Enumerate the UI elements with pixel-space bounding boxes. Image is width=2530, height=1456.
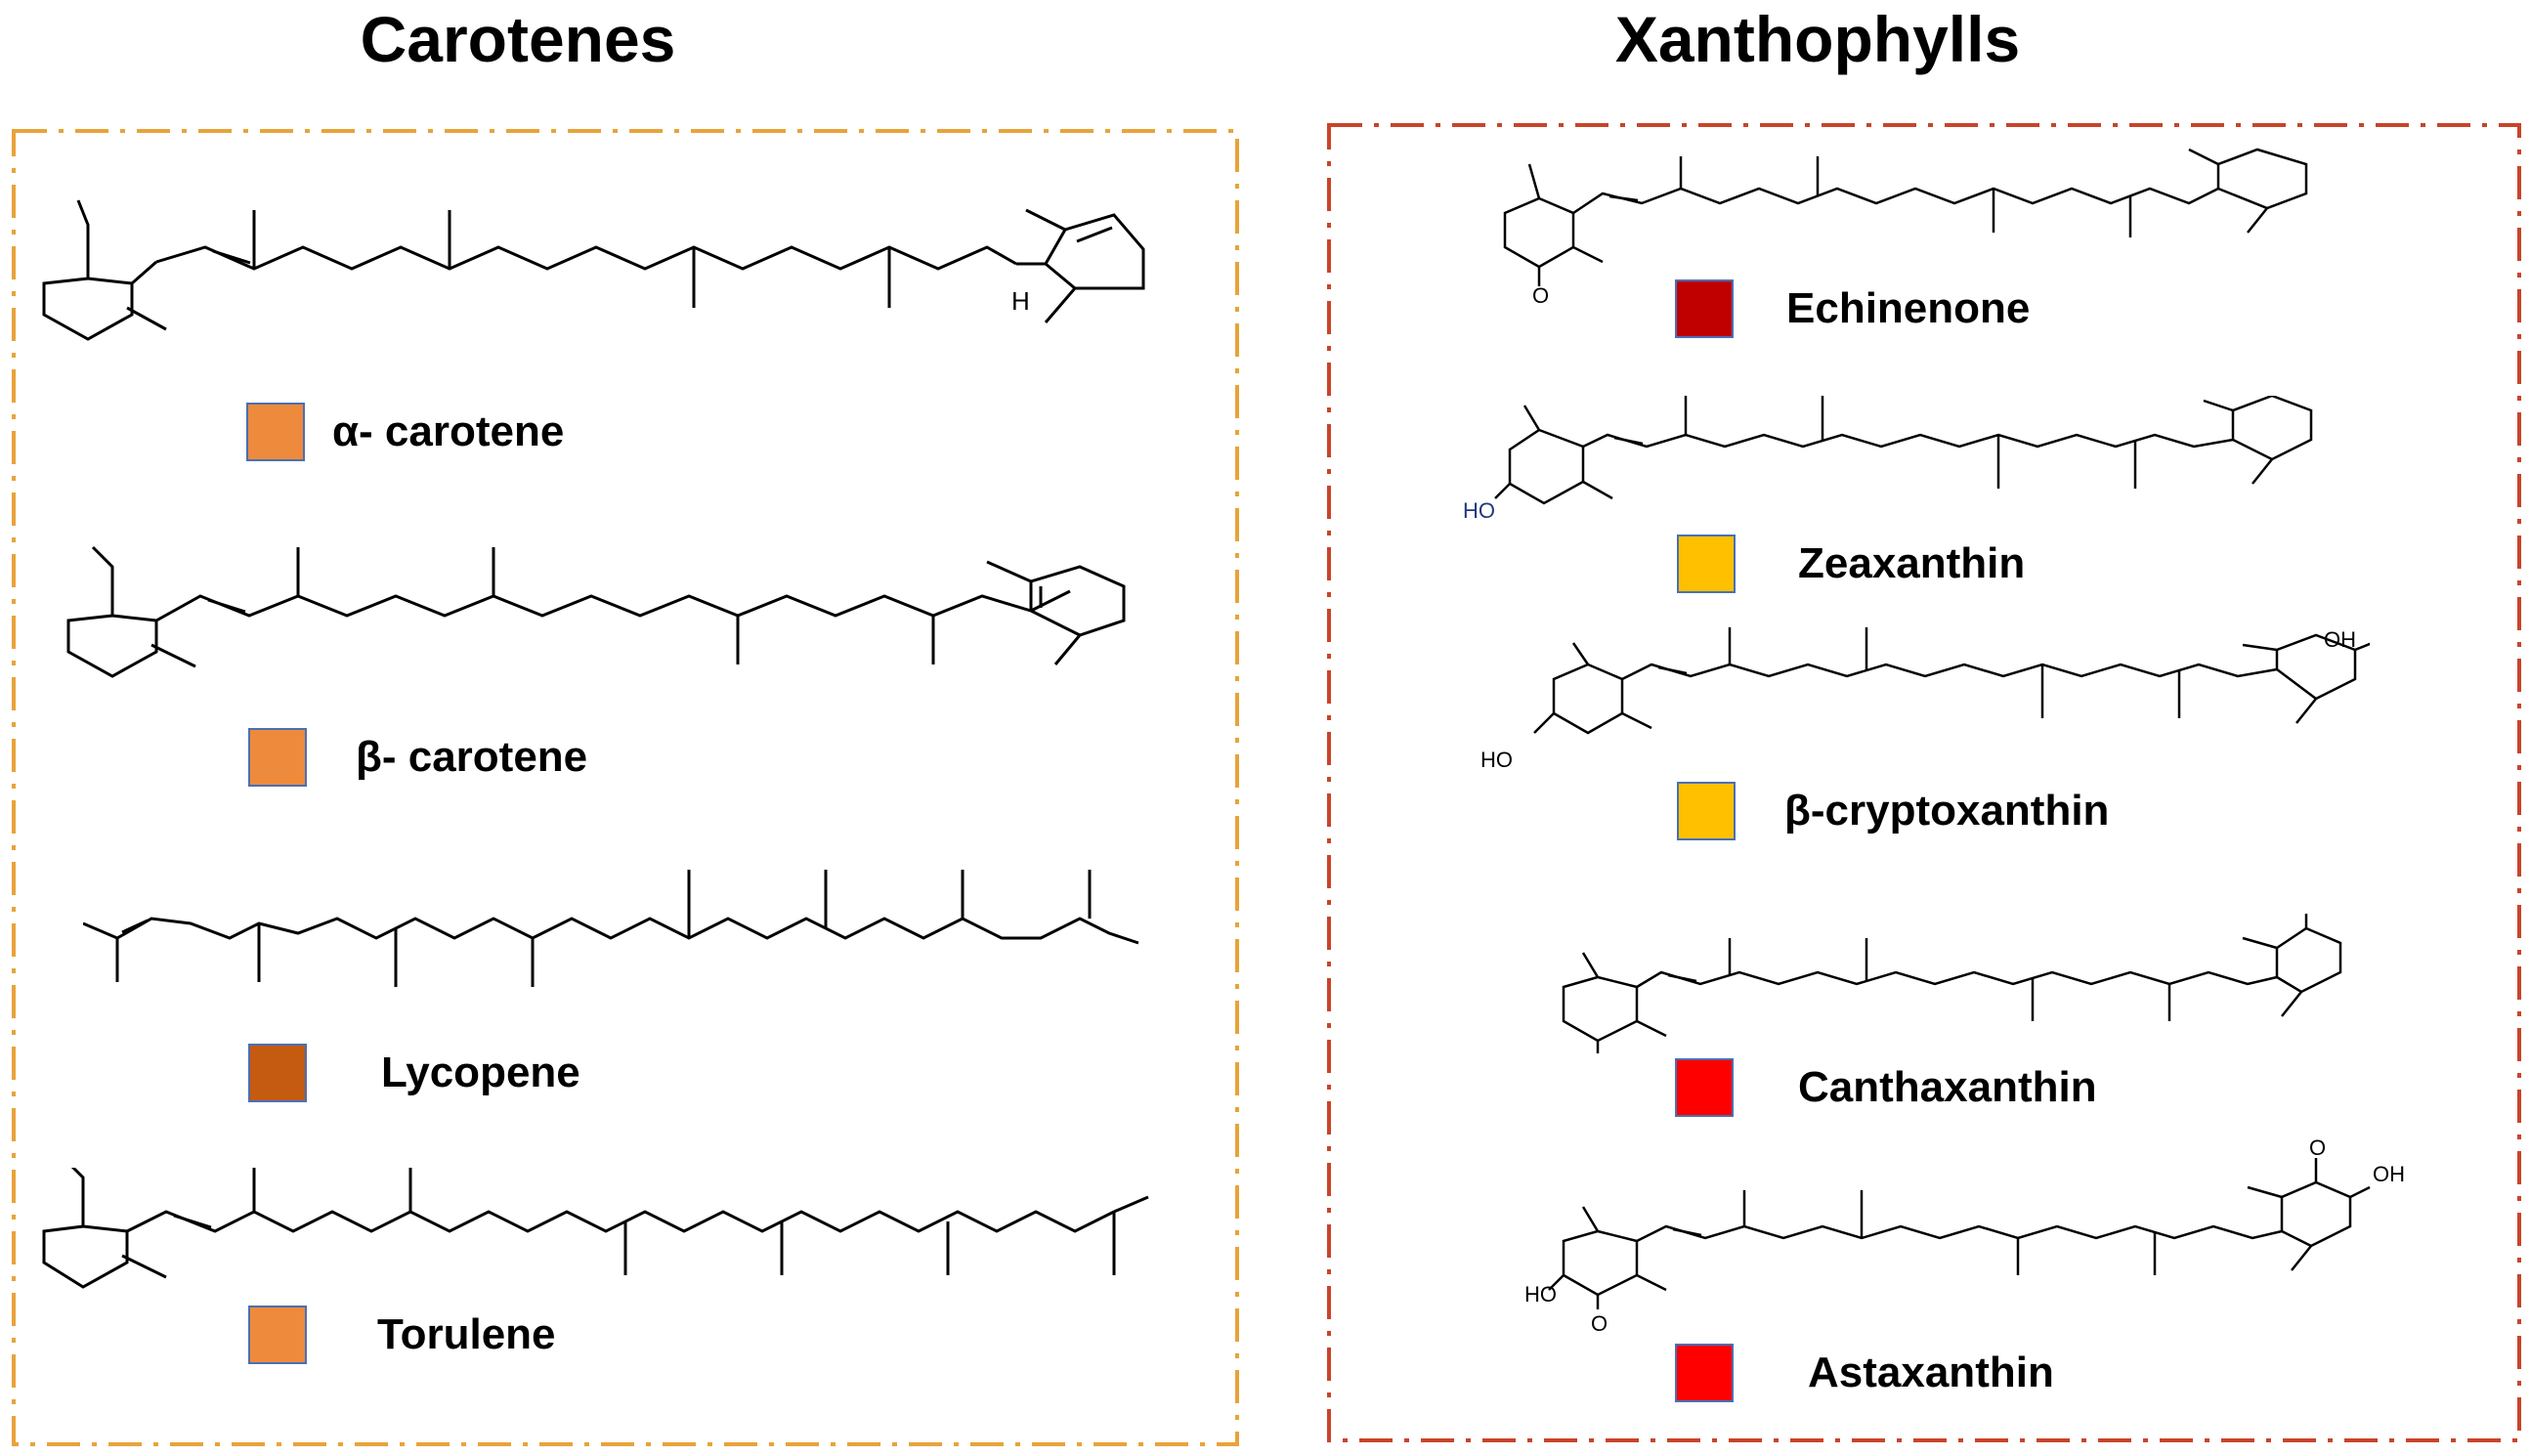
- echinenone-swatch: [1675, 279, 1734, 338]
- carotenes-title: Carotenes: [360, 3, 676, 75]
- beta-cryptoxanthin-structure: HO: [1480, 627, 2370, 772]
- astaxanthin-hydroxyl-left: HO: [1524, 1282, 1557, 1306]
- beta-cryptoxanthin-hydroxyl-left: HO: [1480, 748, 1513, 772]
- astaxanthin-structure: O O HO: [1524, 1135, 2371, 1336]
- astaxanthin-oxygen-top: O: [2309, 1135, 2326, 1160]
- alpha-carotene-label: α- carotene: [332, 407, 565, 455]
- beta-carotene-label: β- carotene: [356, 733, 588, 781]
- canthaxanthin-label: Canthaxanthin: [1798, 1063, 2097, 1111]
- astaxanthin-hydroxyl-right: OH: [2373, 1162, 2405, 1186]
- astaxanthin-oxygen-bottom: O: [1591, 1311, 1608, 1336]
- lycopene-swatch: [248, 1044, 307, 1102]
- beta-carotene-swatch: [248, 728, 307, 787]
- xanthophylls-panel-border: [1327, 123, 2521, 1442]
- xanthophylls-title: Xanthophylls: [1614, 3, 2021, 75]
- alpha-carotene-structure: H: [42, 199, 1145, 341]
- torulene-structure: [42, 1168, 1149, 1289]
- alpha-carotene-swatch: [246, 403, 305, 461]
- beta-cryptoxanthin-swatch: [1677, 782, 1736, 840]
- canthaxanthin-swatch: [1675, 1058, 1734, 1117]
- lycopene-label: Lycopene: [381, 1049, 580, 1096]
- lycopene-structure: [83, 870, 1139, 987]
- torulene-label: Torulene: [377, 1310, 556, 1358]
- echinenone-structure: O: [1503, 148, 2308, 306]
- carotenes-panel-border: [12, 129, 1239, 1446]
- echinenone-oxygen: O: [1532, 283, 1549, 306]
- zeaxanthin-swatch: [1677, 535, 1736, 593]
- astaxanthin-label: Astaxanthin: [1808, 1349, 2054, 1396]
- carotenes-panel: [12, 129, 1239, 1446]
- beta-cryptoxanthin-label: β-cryptoxanthin: [1784, 787, 2110, 835]
- alpha-h-atom: H: [1011, 286, 1030, 316]
- canthaxanthin-structure: [1562, 914, 2342, 1053]
- echinenone-label: Echinenone: [1786, 284, 2031, 332]
- beta-cryptoxanthin-hydroxyl-right: OH: [2324, 627, 2356, 652]
- beta-carotene-structure: [66, 545, 1126, 678]
- torulene-swatch: [248, 1306, 307, 1364]
- zeaxanthin-label: Zeaxanthin: [1798, 539, 2026, 587]
- zeaxanthin-structure: HO: [1463, 396, 2313, 523]
- xanthophylls-panel: [1327, 123, 2521, 1442]
- zeaxanthin-hydroxyl: HO: [1463, 498, 1495, 523]
- astaxanthin-swatch: [1675, 1344, 1734, 1402]
